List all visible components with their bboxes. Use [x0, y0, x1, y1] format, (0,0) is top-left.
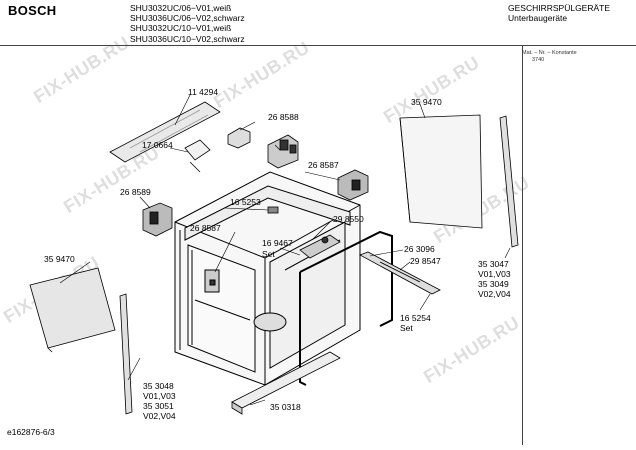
- model-line: SHU3032UC/10−V01,weiß: [130, 23, 232, 34]
- part-label: Set: [400, 323, 413, 333]
- part-label: 29 8550: [333, 214, 364, 224]
- part-label: V02,V04: [143, 411, 176, 421]
- part-label: 26 8589: [120, 187, 151, 197]
- category: GESCHIRRSPÜLGERÄTE: [508, 3, 611, 13]
- part-label: 16 9467: [262, 238, 293, 248]
- hinge-set: [299, 234, 341, 259]
- part-label: V01,V03: [143, 391, 176, 401]
- trim-strip-left: [119, 293, 133, 415]
- material-number-box: Mat. – Nr. – Konstante 3740: [522, 50, 577, 64]
- hinge-part: [142, 202, 173, 237]
- model-line: SHU3032UC/06−V01,weiß: [130, 3, 232, 13]
- document-id: e162876-6/3: [7, 427, 55, 437]
- part-label: 35 3047: [478, 259, 509, 269]
- leader-lines: [59, 94, 511, 406]
- part-label: Set: [262, 249, 275, 259]
- mat-value: 3740: [532, 57, 545, 63]
- part-label: 35 3051: [143, 401, 174, 411]
- model-list: SHU3032UC/06−V01,weiß SHU3036UC/06−V02,s…: [130, 3, 245, 44]
- part-label: V01,V03: [478, 269, 511, 279]
- part-label: 17 0664: [142, 140, 173, 150]
- part-label: 26 8587: [308, 160, 339, 170]
- part-label: 35 0318: [270, 402, 301, 412]
- side-divider: [522, 45, 523, 445]
- part-label: 26 8588: [268, 112, 299, 122]
- part-label: 26 3096: [404, 244, 435, 254]
- brand-logo: BOSCH: [8, 3, 57, 18]
- part-label: V02,V04: [478, 289, 511, 299]
- bottom-rail: [231, 351, 341, 415]
- part-label: 16 5254: [400, 313, 431, 323]
- trim-strip-right: [499, 115, 519, 248]
- model-line: SHU3036UC/10−V02,schwarz: [130, 33, 245, 44]
- hinge-part: [267, 134, 299, 169]
- header-divider: [0, 45, 636, 46]
- bracket-part: [184, 139, 211, 173]
- mat-label: Mat. – Nr. – Konstante: [522, 50, 577, 56]
- part-label: 35 9470: [44, 254, 75, 264]
- door-seal-frame: [299, 230, 393, 386]
- model-line: SHU3036UC/06−V02,schwarz: [130, 13, 245, 24]
- hinge-part: [337, 169, 369, 201]
- subcategory: Unterbaugeräte: [508, 13, 568, 24]
- bracket-part: [227, 127, 251, 149]
- part-label: 11 4294: [188, 87, 219, 97]
- category-title: GESCHIRRSPÜLGERÄTE Unterbaugeräte: [508, 3, 610, 23]
- side-panel-left: [29, 267, 116, 353]
- part-label: 16 5253: [230, 197, 261, 207]
- part-label: 35 9470: [411, 97, 442, 107]
- part-label: 29 8547: [410, 256, 441, 266]
- part-label: 35 3048: [143, 381, 174, 391]
- side-panel-right: [399, 114, 483, 229]
- rod-part: [359, 251, 441, 295]
- clip-part: [267, 206, 279, 214]
- part-label: 26 8587: [190, 223, 221, 233]
- part-label: 35 3049: [478, 279, 509, 289]
- insulation-mat: [109, 101, 221, 163]
